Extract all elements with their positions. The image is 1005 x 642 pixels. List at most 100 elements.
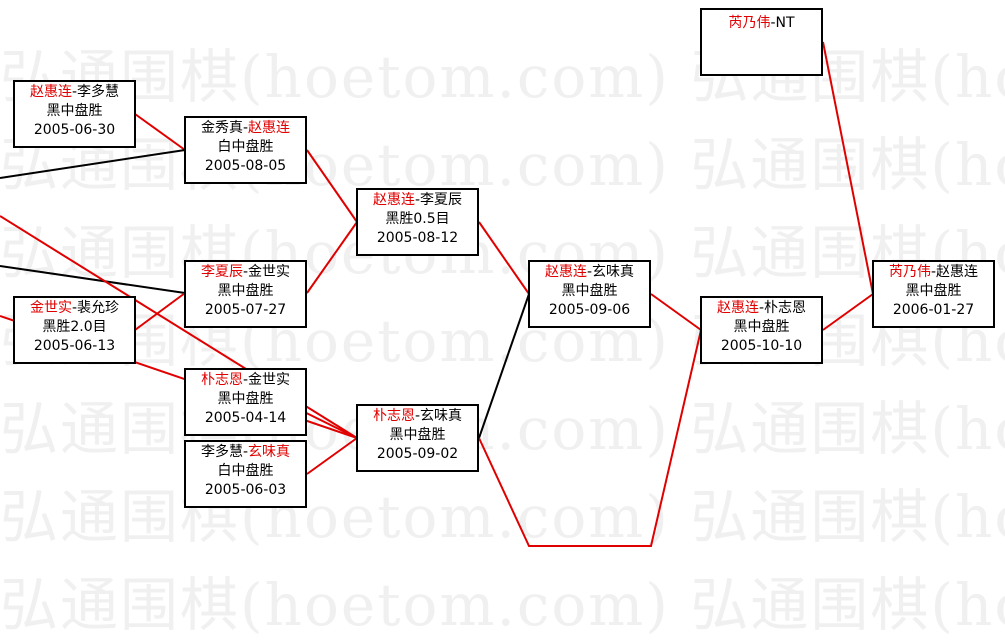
- game-date: 2005-08-05: [204, 158, 287, 174]
- line-g9-to-g10: [650, 293, 702, 331]
- game-result: 黑中盘胜: [46, 103, 103, 119]
- game-result: 黑胜2.0目: [42, 319, 107, 335]
- game-players: 金世实-裴允珍: [15, 299, 134, 318]
- game-box-g11[interactable]: 芮乃伟-NT: [700, 8, 823, 76]
- player-black: 芮乃伟: [728, 15, 771, 31]
- player-separator: -: [71, 84, 78, 100]
- player-separator: -: [758, 300, 765, 316]
- player-white: 裴允珍: [77, 300, 120, 316]
- line-g10-to-g12: [822, 293, 874, 331]
- player-black: 赵惠连: [372, 192, 415, 208]
- game-date: 2005-10-10: [720, 338, 803, 354]
- player-black: 金秀真: [200, 120, 243, 136]
- game-result: 白中盘胜: [217, 463, 274, 479]
- game-box-g8[interactable]: 朴志恩-玄味真 黑中盘胜 2005-09-02: [356, 404, 479, 472]
- game-date: 2006-01-27: [892, 302, 975, 318]
- player-white: 李多慧: [77, 84, 120, 100]
- game-players: 赵惠连-李夏辰: [358, 191, 477, 210]
- game-date: 2005-07-27: [204, 302, 287, 318]
- player-separator: -: [71, 300, 78, 316]
- game-box-g10[interactable]: 赵惠连-朴志恩 黑中盘胜 2005-10-10: [700, 296, 823, 364]
- game-box-g4[interactable]: 李夏辰-金世实 黑中盘胜 2005-07-27: [184, 260, 307, 328]
- line-g11-to-g12: [822, 41, 874, 295]
- player-white: NT: [775, 15, 795, 31]
- game-result: 黑中盘胜: [217, 391, 274, 407]
- game-result: 黑中盘胜: [561, 283, 618, 299]
- game-result: 白中盘胜: [217, 139, 274, 155]
- game-players: 李夏辰-金世实: [186, 263, 305, 282]
- bracket-lines: [0, 41, 874, 547]
- game-box-g5[interactable]: 朴志恩-金世实 黑中盘胜 2005-04-14: [184, 368, 307, 436]
- game-box-g6[interactable]: 李多慧-玄味真 白中盘胜 2005-06-03: [184, 440, 307, 508]
- player-white: 玄味真: [420, 408, 463, 424]
- line-g3-to-g7: [306, 149, 358, 223]
- game-box-g2[interactable]: 金世实-裴允珍 黑胜2.0目 2005-06-13: [13, 296, 136, 364]
- player-white: 李夏辰: [420, 192, 463, 208]
- line-g1-to-g3: [134, 113, 186, 151]
- game-date: 2005-06-03: [204, 482, 287, 498]
- watermark-row-3: 弘通围棋(hoetom.com) 弘通围棋(hoetom.com): [0, 219, 1005, 287]
- game-players: 朴志恩-玄味真: [358, 407, 477, 426]
- game-date: 2005-08-12: [376, 230, 459, 246]
- game-date: 2005-06-30: [33, 122, 116, 138]
- player-white: 赵惠连: [936, 264, 979, 280]
- player-black: 朴志恩: [372, 408, 415, 424]
- line-g7-to-g9: [478, 221, 530, 295]
- game-result: 黑中盘胜: [905, 283, 962, 299]
- watermark-row-1: 弘通围棋(hoetom.com) 弘通围棋(hoetom.com): [0, 43, 1005, 111]
- player-separator: -: [242, 120, 249, 136]
- game-box-g9[interactable]: 赵惠连-玄味真 黑中盘胜 2005-09-06: [528, 260, 651, 328]
- game-result: 黑胜0.5目: [385, 211, 450, 227]
- watermark-row-2: 弘通围棋(hoetom.com) 弘通围棋(hoetom.com): [0, 131, 1005, 199]
- player-separator: -: [930, 264, 937, 280]
- game-players: 金秀真-赵惠连: [186, 119, 305, 138]
- game-players: 李多慧-玄味真: [186, 443, 305, 462]
- player-separator: -: [242, 444, 249, 460]
- game-box-g12[interactable]: 芮乃伟-赵惠连 黑中盘胜 2006-01-27: [872, 260, 995, 328]
- player-black: 金世实: [29, 300, 72, 316]
- game-players: 朴志恩-金世实: [186, 371, 305, 390]
- game-players: 赵惠连-朴志恩: [702, 299, 821, 318]
- player-white: 朴志恩: [764, 300, 807, 316]
- game-box-g1[interactable]: 赵惠连-李多慧 黑中盘胜 2005-06-30: [13, 80, 136, 148]
- player-white: 赵惠连: [248, 120, 291, 136]
- game-players: 芮乃伟-赵惠连: [874, 263, 993, 282]
- line-g2-to-g4: [134, 292, 186, 331]
- player-separator: -: [242, 372, 249, 388]
- player-separator: -: [414, 192, 421, 208]
- game-date: 2005-09-06: [548, 302, 631, 318]
- game-players: 芮乃伟-NT: [702, 14, 821, 33]
- game-result: 黑中盘胜: [733, 319, 790, 335]
- line-left-to-g3: [0, 149, 186, 179]
- player-black: 芮乃伟: [888, 264, 931, 280]
- line-g8-to-g9: [478, 293, 530, 439]
- player-white: 金世实: [248, 372, 291, 388]
- game-date: 2005-04-14: [204, 410, 287, 426]
- line-g8-to-g10: [478, 329, 702, 547]
- game-box-g3[interactable]: 金秀真-赵惠连 白中盘胜 2005-08-05: [184, 116, 307, 184]
- player-separator: -: [586, 264, 593, 280]
- player-separator: -: [770, 15, 776, 31]
- watermark-row-6: 弘通围棋(hoetom.com) 弘通围棋(hoetom.com): [0, 483, 1005, 551]
- player-white: 玄味真: [592, 264, 635, 280]
- game-date: 2005-09-02: [376, 446, 459, 462]
- player-black: 李多慧: [200, 444, 243, 460]
- game-result: 黑中盘胜: [389, 427, 446, 443]
- game-players: 赵惠连-李多慧: [15, 83, 134, 102]
- player-white: 金世实: [248, 264, 291, 280]
- player-black: 赵惠连: [716, 300, 759, 316]
- player-separator: -: [414, 408, 421, 424]
- line-g6-to-g8: [306, 437, 358, 475]
- player-separator: -: [242, 264, 249, 280]
- game-result: 黑中盘胜: [217, 283, 274, 299]
- watermark-row-5: 弘通围棋(hoetom.com) 弘通围棋(hoetom.com): [0, 395, 1005, 463]
- player-black: 李夏辰: [200, 264, 243, 280]
- game-box-g7[interactable]: 赵惠连-李夏辰 黑胜0.5目 2005-08-12: [356, 188, 479, 256]
- player-black: 赵惠连: [29, 84, 72, 100]
- line-g4-to-g7: [306, 221, 358, 294]
- player-white: 玄味真: [248, 444, 291, 460]
- player-black: 赵惠连: [544, 264, 587, 280]
- player-black: 朴志恩: [200, 372, 243, 388]
- line-left-to-g4: [0, 265, 186, 294]
- game-date: 2005-06-13: [33, 338, 116, 354]
